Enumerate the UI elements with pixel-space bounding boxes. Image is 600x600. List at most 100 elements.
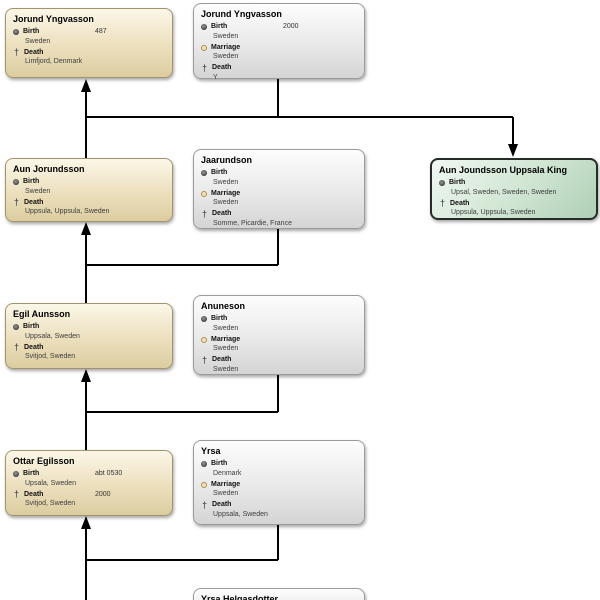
field-place: Upsal, Sweden, Sweden, Sweden xyxy=(451,188,557,196)
field-place: Uppsala, Sweden xyxy=(25,332,80,340)
field-label: Death xyxy=(24,48,44,56)
person-box-aun-joundsson-uppsala-king[interactable]: Aun Joundsson Uppsala King Birth Upsal, … xyxy=(430,158,598,220)
death-cross-icon: † xyxy=(13,489,19,499)
marriage-rings-icon xyxy=(201,481,207,488)
arrowhead-down xyxy=(508,144,518,157)
marriage-rings-icon xyxy=(201,336,207,343)
field-label: Death xyxy=(24,198,44,206)
death-field: † Death 2000 Svitjod, Sweden xyxy=(13,489,165,509)
person-box-yrsa[interactable]: Yrsa Birth Denmark Marriage Sweden † Dea… xyxy=(193,440,365,525)
field-label: Death xyxy=(212,356,232,363)
person-name: Aun Joundsson Uppsala King xyxy=(439,165,568,175)
birth-field: Birth Denmark xyxy=(201,460,357,478)
person-box-jaarundson[interactable]: Jaarundson Birth Sweden Marriage Sweden … xyxy=(193,149,365,229)
birth-icon xyxy=(13,29,19,35)
death-cross-icon: † xyxy=(201,499,207,510)
death-field: † Death Somme, Picardie, France xyxy=(201,208,357,228)
death-cross-icon: † xyxy=(201,208,207,219)
person-name: Yrsa Helgasdotter xyxy=(201,594,279,600)
field-place: Sweden xyxy=(213,32,239,40)
arrowhead-up xyxy=(81,516,91,529)
death-cross-icon: † xyxy=(13,342,19,352)
birth-icon xyxy=(13,471,19,477)
field-label: Death xyxy=(24,490,44,498)
birth-icon xyxy=(13,179,19,185)
field-label: Birth xyxy=(23,470,40,477)
field-value: 2000 xyxy=(283,23,299,30)
birth-icon xyxy=(439,180,445,186)
field-label: Death xyxy=(212,501,232,508)
birth-field: Birth Sweden xyxy=(13,178,165,196)
field-label: Birth xyxy=(211,23,228,30)
birth-field: Birth Upsal, Sweden, Sweden, Sweden xyxy=(439,179,589,197)
death-field: † Death Svitjod, Sweden xyxy=(13,342,165,362)
death-cross-icon: † xyxy=(201,62,207,73)
death-cross-icon: † xyxy=(201,354,207,365)
field-label: Birth xyxy=(449,179,466,186)
birth-field: Birth Uppsala, Sweden xyxy=(13,323,165,341)
field-place: Sweden xyxy=(213,490,239,497)
birth-field: Birth abt 0530 Upsala, Sweden xyxy=(13,470,165,488)
field-place: Sweden xyxy=(213,365,239,373)
arrowhead-up xyxy=(81,222,91,235)
field-place: Sweden xyxy=(25,37,51,45)
field-place: Svitjod, Sweden xyxy=(25,353,76,360)
person-box-egil-aunsson[interactable]: Egil Aunsson Birth Uppsala, Sweden † Dea… xyxy=(5,303,173,369)
field-place: Uppsala, Sweden xyxy=(213,510,268,518)
person-name: Jorund Yngvasson xyxy=(13,14,94,24)
field-label: Death xyxy=(212,210,232,217)
field-label: Marriage xyxy=(211,480,241,488)
field-place: Svitjod, Sweden xyxy=(25,500,76,507)
marriage-rings-icon xyxy=(201,44,207,51)
death-cross-icon: † xyxy=(13,47,19,57)
field-label: Birth xyxy=(23,323,40,330)
field-label: Marriage xyxy=(211,43,241,51)
field-label: Birth xyxy=(211,315,228,322)
person-name: Jaarundson xyxy=(201,155,253,165)
field-place: Sweden xyxy=(213,345,239,352)
person-box-ottar-egilsson[interactable]: Ottar Egilsson Birth abt 0530 Upsala, Sw… xyxy=(5,450,173,516)
person-name: Anuneson xyxy=(201,301,245,311)
arrowhead-up xyxy=(81,79,91,92)
person-box-yrsa-helgasdotter[interactable]: Yrsa Helgasdotter xyxy=(193,588,365,600)
death-cross-icon: † xyxy=(13,197,19,207)
birth-icon xyxy=(201,24,207,30)
field-place: Sweden xyxy=(213,199,239,206)
field-place: Y xyxy=(213,73,218,81)
person-name: Aun Jorundsson xyxy=(13,164,85,174)
field-value: 487 xyxy=(95,28,107,35)
field-label: Marriage xyxy=(211,189,241,197)
birth-field: Birth Sweden xyxy=(201,169,357,187)
person-box-aun-jorundsson[interactable]: Aun Jorundsson Birth Sweden † Death Upps… xyxy=(5,158,173,222)
marriage-field: Marriage Sweden xyxy=(201,44,357,62)
death-field: † Death Uppsula, Uppsula, Sweden xyxy=(439,198,589,218)
death-field: † Death Y xyxy=(201,62,357,82)
death-field: † Death Sweden xyxy=(201,354,357,374)
person-name: Ottar Egilsson xyxy=(13,456,75,466)
field-place: Sweden xyxy=(213,53,239,60)
person-name: Jorund Yngvasson xyxy=(201,9,282,19)
field-value: abt 0530 xyxy=(95,470,123,477)
field-label: Death xyxy=(450,199,470,207)
death-cross-icon: † xyxy=(439,198,445,208)
field-place: Sweden xyxy=(25,187,51,195)
field-place: Denmark xyxy=(213,469,242,477)
person-box-jorund-yngvasson-duplicate[interactable]: Jorund Yngvasson Birth 2000 Sweden Marri… xyxy=(193,3,365,82)
field-place: Sweden xyxy=(213,324,239,332)
person-box-anuneson[interactable]: Anuneson Birth Sweden Marriage Sweden † … xyxy=(193,295,365,375)
birth-icon xyxy=(201,316,207,322)
field-label: Birth xyxy=(23,28,40,35)
field-place: Limfjord, Denmark xyxy=(25,58,83,65)
person-name: Yrsa xyxy=(201,446,221,456)
marriage-rings-icon xyxy=(201,190,207,197)
person-box-jorund-yngvasson-ancestor[interactable]: Jorund Yngvasson Birth 487 Sweden † Deat… xyxy=(5,8,173,78)
death-field: † Death Limfjord, Denmark xyxy=(13,47,165,67)
arrowhead-up xyxy=(81,369,91,382)
field-label: Marriage xyxy=(211,335,241,343)
person-name: Egil Aunsson xyxy=(13,309,71,319)
birth-field: Birth 2000 Sweden xyxy=(201,23,357,41)
field-place: Upsala, Sweden xyxy=(25,479,76,487)
birth-icon xyxy=(201,170,207,176)
